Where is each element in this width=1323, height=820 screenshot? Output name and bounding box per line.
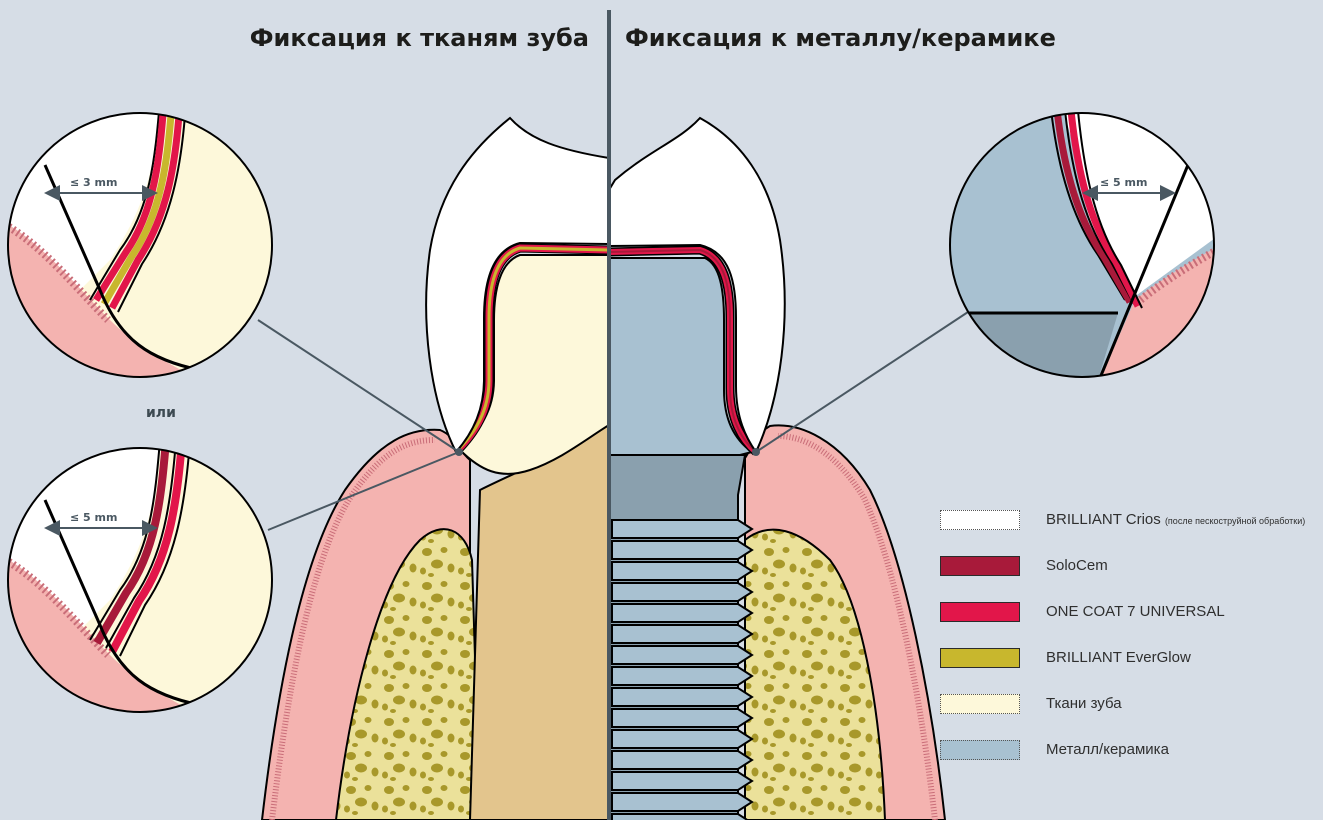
legend-label: BRILLIANT Crios — [1046, 511, 1161, 528]
implant-thread — [612, 751, 752, 769]
pulp-root — [470, 425, 609, 820]
title-left: Фиксация к тканям зуба — [250, 24, 589, 52]
legend-swatch — [940, 648, 1020, 668]
implant-thread — [612, 625, 752, 643]
callout-bottom-left: ≤ 5 mm — [0, 440, 300, 740]
title-right: Фиксация к металлу/керамике — [625, 24, 1056, 52]
legend-label: ONE COAT 7 UNIVERSAL — [1046, 603, 1225, 620]
implant-half — [609, 118, 945, 820]
legend-swatch — [940, 694, 1020, 714]
implant-thread — [612, 541, 752, 559]
implant-thread — [612, 709, 752, 727]
legend-swatch — [940, 556, 1020, 576]
callout-bottom-left-label: ≤ 5 mm — [70, 511, 117, 524]
pointer-dot-right — [752, 448, 760, 456]
natural-tooth-half — [262, 118, 609, 820]
implant-thread — [612, 583, 752, 601]
legend-note: (после пескоструйной обработки) — [1165, 516, 1305, 526]
pointer-line-top-right — [756, 312, 968, 452]
legend-item-solocem: SoloCem — [940, 556, 1320, 578]
implant-thread — [612, 688, 752, 706]
legend-item-tooth-tissue: Ткани зуба — [940, 694, 1320, 716]
legend-item-metal-ceramic: Металл/керамика — [940, 740, 1320, 762]
callout-top-right-label: ≤ 5 mm — [1100, 176, 1147, 189]
pointer-dot-left — [455, 448, 463, 456]
implant-thread — [612, 520, 752, 538]
legend-label: Ткани зуба — [1046, 695, 1122, 712]
implant-thread — [612, 604, 752, 622]
legend-label: SoloCem — [1046, 557, 1108, 574]
implant-thread — [612, 772, 752, 790]
callout-top-left-label: ≤ 3 mm — [70, 176, 117, 189]
legend-label: Металл/керамика — [1046, 741, 1169, 758]
implant-thread — [612, 730, 752, 748]
implant-threads — [612, 520, 752, 820]
implant-thread — [612, 793, 752, 811]
legend-swatch — [940, 602, 1020, 622]
legend-item-onecoat: ONE COAT 7 UNIVERSAL — [940, 602, 1320, 624]
legend-swatch — [940, 510, 1020, 530]
callout-top-left: ≤ 3 mm — [0, 100, 300, 400]
legend-item-crios: BRILLIANT Crios (после пескоструйной обр… — [940, 510, 1320, 532]
implant-thread — [612, 646, 752, 664]
callout-top-right: ≤ 5 mm — [940, 100, 1240, 400]
implant-thread — [612, 562, 752, 580]
legend-item-everglow: BRILLIANT EverGlow — [940, 648, 1320, 670]
implant-thread — [612, 814, 752, 820]
legend-swatch — [940, 740, 1020, 760]
center-divider — [607, 10, 611, 820]
legend-label: BRILLIANT EverGlow — [1046, 649, 1191, 666]
separator-word: или — [146, 405, 176, 421]
implant-thread — [612, 667, 752, 685]
